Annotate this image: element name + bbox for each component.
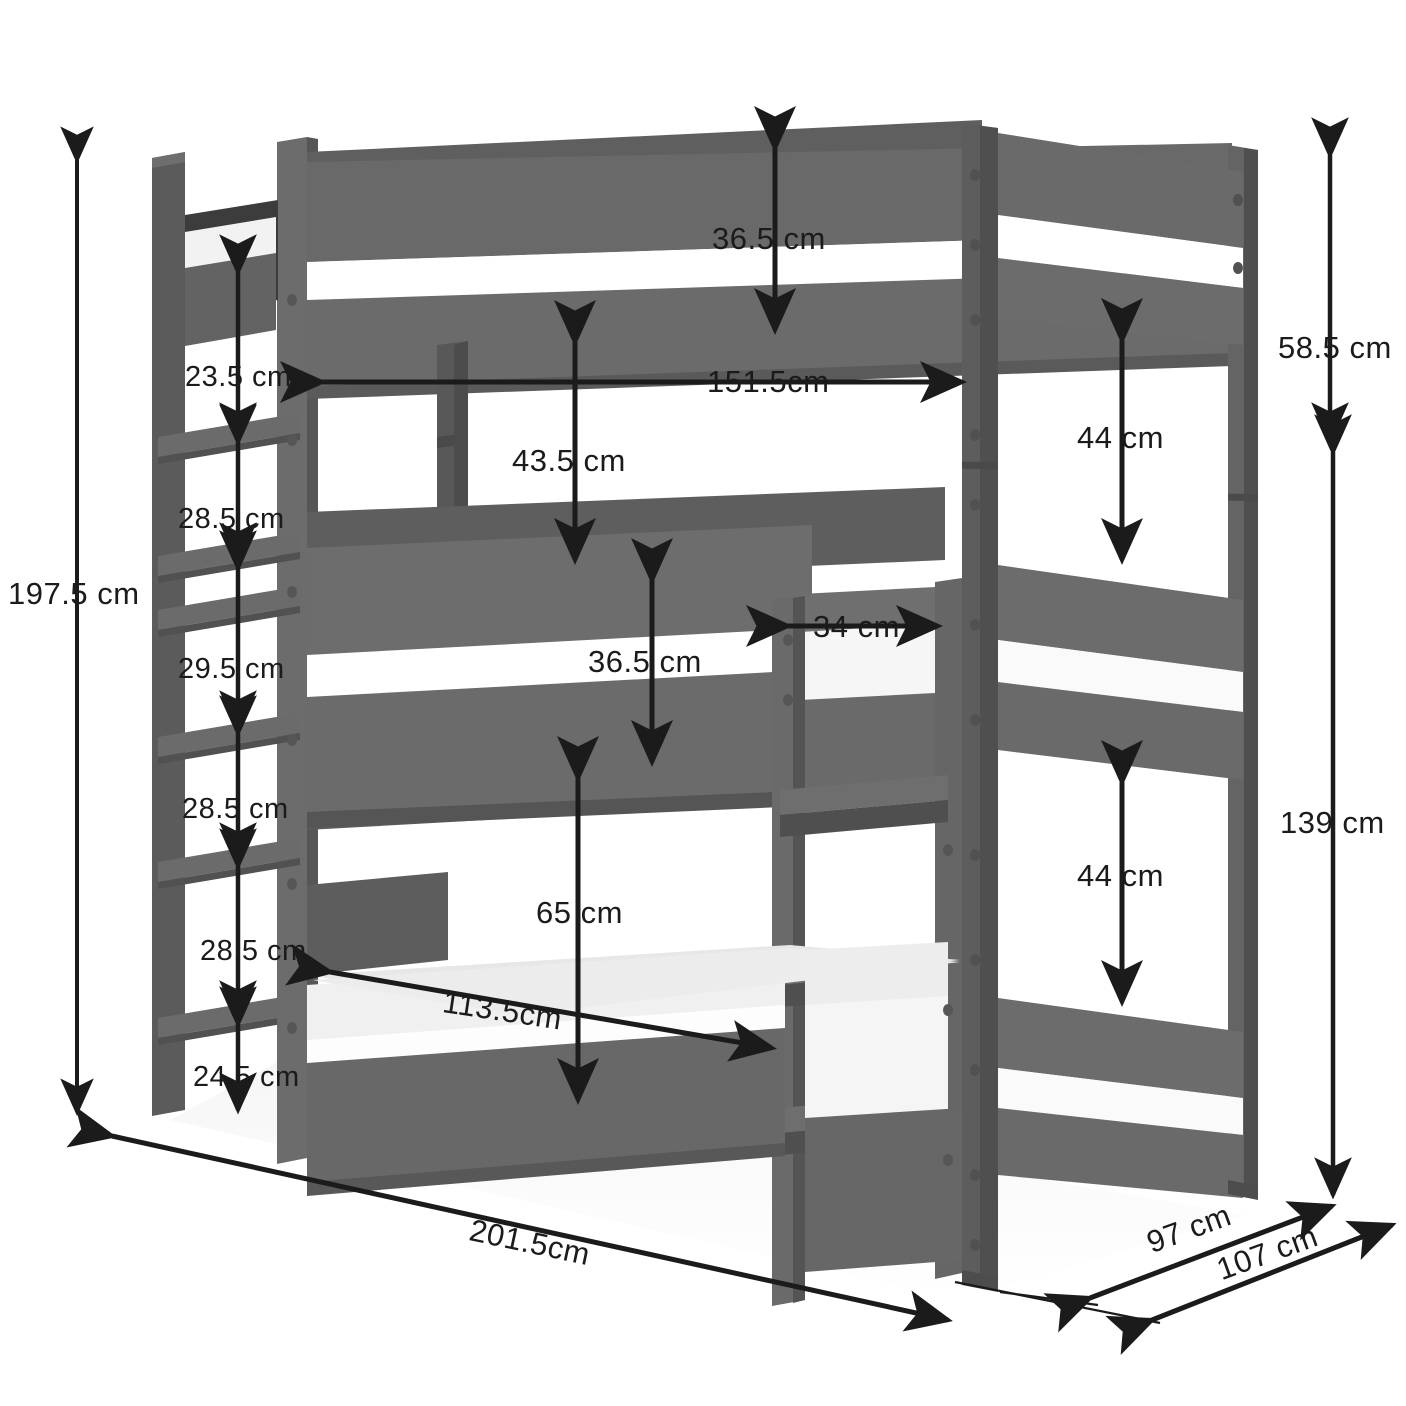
label-rung-6: 24.5 cm <box>193 1061 300 1093</box>
dim-depth-outer <box>1105 1220 1397 1355</box>
label-top-guardrail: 36.5 cm <box>712 221 826 256</box>
label-end-upper: 58.5 cm <box>1278 330 1392 365</box>
label-lower-gap: 65 cm <box>536 895 623 930</box>
bunk-bed-structure <box>152 120 1258 1306</box>
label-rung-4: 28.5 cm <box>182 793 289 825</box>
dim-mattress-width <box>285 944 777 1062</box>
front-left-post <box>277 875 307 1164</box>
label-rung-3: 29.5 cm <box>178 653 285 685</box>
label-overall-height: 197.5 cm <box>8 576 140 611</box>
label-end-lower-gap: 44 cm <box>1077 858 1164 893</box>
label-upper-gap: 43.5 cm <box>512 443 626 478</box>
label-end-mid-gap: 44 cm <box>1077 420 1164 455</box>
label-rung-2: 28.5 cm <box>178 503 285 535</box>
label-end-total: 139 cm <box>1280 805 1385 840</box>
label-rung-1: 23.5 cm <box>185 361 292 393</box>
dimension-lines <box>60 106 1397 1355</box>
guide-floor-outer <box>954 1280 1161 1325</box>
label-rung-5: 28.5 cm <box>200 935 307 967</box>
label-middle-guardrail: 36.5 cm <box>588 644 702 679</box>
label-side-rail-depth: 34 cm <box>813 609 900 644</box>
guide-floor-inner <box>999 1290 1099 1307</box>
dim-overall-length <box>66 1106 953 1332</box>
label-top-clearance: 151.5cm <box>707 364 830 399</box>
